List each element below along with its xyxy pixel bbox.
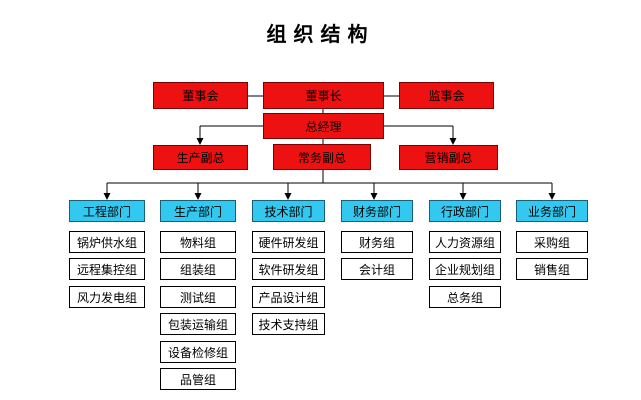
production-vp-box: 生产副总 (153, 145, 248, 170)
group-box: 品管组 (160, 368, 236, 390)
group-box: 产品设计组 (252, 286, 325, 308)
marketing-vp-box: 营销副总 (399, 145, 498, 170)
group-box: 测试组 (160, 286, 236, 308)
group-box: 技术支持组 (252, 313, 325, 335)
board-box: 董事会 (153, 82, 248, 109)
arrow-icon (370, 193, 378, 200)
group-box: 锅炉供水组 (69, 231, 145, 253)
group-box: 采购组 (516, 231, 588, 253)
arrow-icon (194, 193, 202, 200)
arrow-icon (196, 138, 204, 145)
arrow-icon (284, 193, 292, 200)
group-box: 财务组 (341, 231, 413, 253)
arrow-icon (548, 193, 556, 200)
group-box: 总务组 (429, 286, 501, 308)
executive-vp-box: 常务副总 (273, 144, 371, 170)
general-manager-box: 总经理 (263, 113, 384, 139)
group-box: 远程集控组 (69, 258, 145, 280)
supervisors-box: 监事会 (399, 82, 494, 109)
arrow-icon (103, 193, 111, 200)
group-box: 物料组 (160, 231, 236, 253)
department-box: 财务部门 (341, 200, 413, 222)
group-box: 硬件研发组 (252, 231, 325, 253)
group-box: 人力资源组 (429, 231, 501, 253)
department-box: 工程部门 (69, 200, 145, 222)
chairman-box: 董事长 (263, 82, 384, 109)
group-box: 会计组 (341, 258, 413, 280)
department-box: 行政部门 (429, 200, 501, 222)
arrow-icon (449, 138, 457, 145)
department-box: 业务部门 (516, 200, 588, 222)
department-box: 技术部门 (252, 200, 325, 222)
arrow-icon (459, 193, 467, 200)
group-box: 销售组 (516, 258, 588, 280)
group-box: 软件研发组 (252, 258, 325, 280)
group-box: 风力发电组 (69, 286, 145, 308)
group-box: 企业规划组 (429, 258, 501, 280)
group-box: 设备检修组 (160, 341, 236, 363)
department-box: 生产部门 (160, 200, 236, 222)
group-box: 组装组 (160, 258, 236, 280)
group-box: 包装运输组 (160, 313, 236, 335)
page-title: 组织结构 (266, 22, 375, 46)
